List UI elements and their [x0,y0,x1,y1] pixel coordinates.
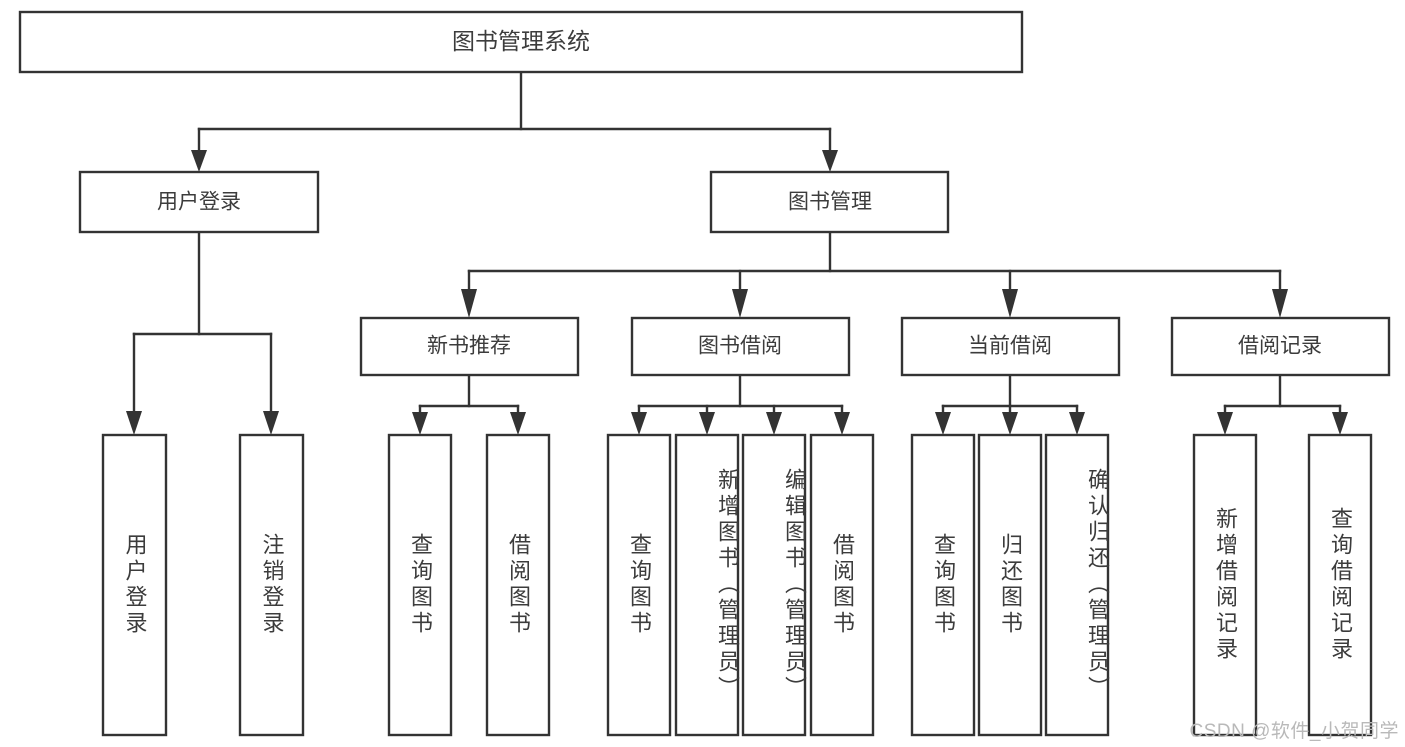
node-borrow-record-box[interactable] [1170,316,1391,377]
node-leaf-borrow-book-1-box[interactable] [485,433,551,737]
node-leaf-query-book-2-box[interactable] [606,433,672,737]
node-leaf-logout-box[interactable] [238,433,305,737]
node-new-book-recommend-label: 新书推荐 [427,335,511,358]
node-leaf-query-record-box[interactable] [1307,433,1373,737]
arrow-head-leaf-query-book-1 [412,412,428,435]
node-user-login[interactable]: 用户登录 [78,170,320,234]
node-leaf-add-book-box[interactable] [674,433,740,737]
arrow-head-leaf-query-record [1332,412,1348,435]
csdn-watermark: CSDN @软件_小贺同学 [1189,721,1399,742]
node-book-borrow[interactable]: 图书借阅 [630,316,851,377]
arrow-head-leaf-return-book [1002,412,1018,435]
arrow-head-book-borrow [732,289,748,318]
edge-layer [126,70,1348,435]
arrow-head-borrow-record [1272,289,1288,318]
node-current-borrow[interactable]: 当前借阅 [900,316,1121,377]
node-user-login-label: 用户登录 [157,191,241,214]
node-root[interactable]: 图书管理系统 [18,10,1024,74]
arrow-head-book-management [822,150,838,172]
node-leaf-query-book-3-box[interactable] [910,433,976,737]
arrow-head-leaf-confirm-return [1069,412,1085,435]
arrow-head-leaf-logout [263,411,279,435]
node-borrow-record[interactable]: 借阅记录 [1170,316,1391,377]
node-root-box[interactable] [18,10,1024,74]
node-book-borrow-label: 图书借阅 [698,335,782,358]
node-borrow-record-label: 借阅记录 [1238,335,1322,358]
node-leaf-return-book-box[interactable] [977,433,1043,737]
node-book-management-label: 图书管理 [788,191,872,214]
arrow-head-leaf-user-login [126,411,142,435]
node-book-management-box[interactable] [709,170,950,234]
node-root-label: 图书管理系统 [452,28,590,54]
node-leaf-borrow-book-2-box[interactable] [809,433,875,737]
arrow-head-user-login [191,150,207,172]
node-leaf-query-book-1-box[interactable] [387,433,453,737]
node-new-book-recommend-box[interactable] [359,316,580,377]
arrow-head-leaf-borrow-book-2 [834,412,850,435]
arrow-head-leaf-add-book [699,412,715,435]
arrow-head-leaf-query-book-3 [935,412,951,435]
node-new-book-recommend[interactable]: 新书推荐 [359,316,580,377]
arrow-head-current-borrow [1002,289,1018,318]
node-current-borrow-label: 当前借阅 [968,335,1052,358]
node-layer: 图书管理系统 用户登录 图书管理 新书推荐 图书借阅 [18,10,1391,737]
arrow-head-leaf-query-book-2 [631,412,647,435]
node-leaf-add-record-box[interactable] [1192,433,1258,737]
node-book-borrow-box[interactable] [630,316,851,377]
node-leaf-confirm-return-box[interactable] [1044,433,1110,737]
arrow-head-new-book-recommend [461,289,477,318]
node-user-login-box[interactable] [78,170,320,234]
node-book-management[interactable]: 图书管理 [709,170,950,234]
arrow-head-leaf-edit-book [766,412,782,435]
node-current-borrow-box[interactable] [900,316,1121,377]
node-leaf-edit-book-box[interactable] [741,433,807,737]
node-leaf-user-login-box[interactable] [101,433,168,737]
arrow-head-leaf-add-record [1217,412,1233,435]
arrow-head-leaf-borrow-book-1 [510,412,526,435]
